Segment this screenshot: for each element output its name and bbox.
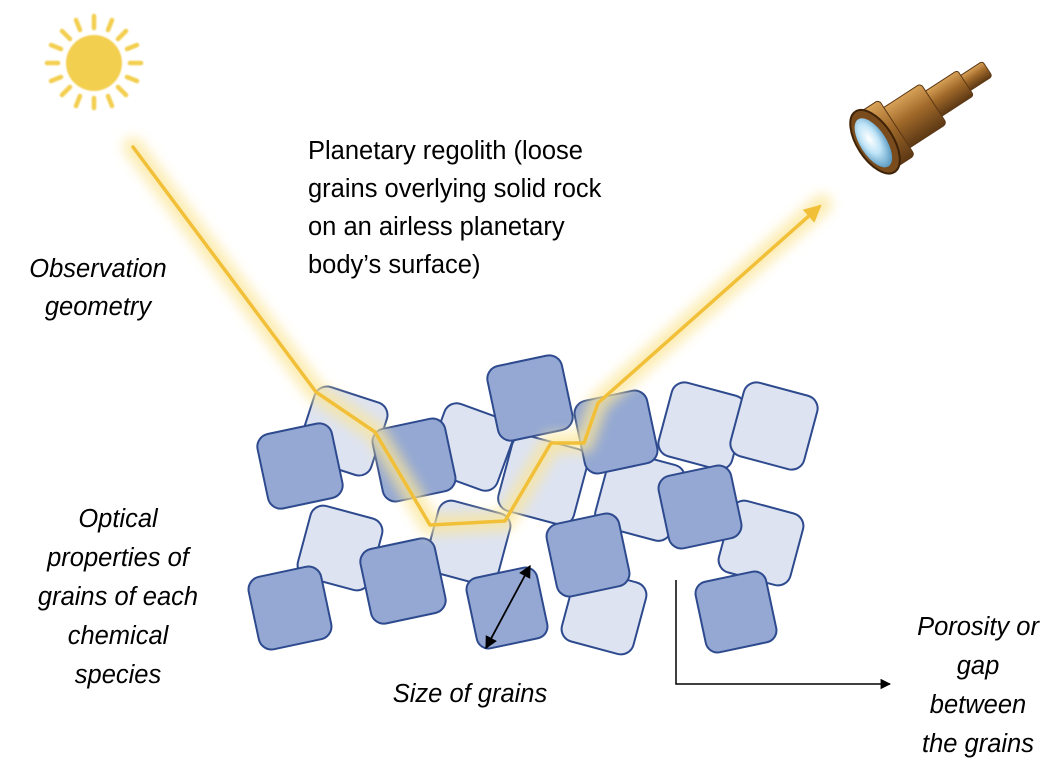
porosity-arrow (675, 580, 892, 690)
regolith-title: Planetary regolith (loose grains overlyi… (308, 132, 688, 284)
light-ray-path (123, 137, 832, 535)
label-line: between (929, 691, 1027, 719)
label-line: geometry (44, 293, 152, 321)
sun-icon (44, 13, 144, 111)
label-line: chemical (67, 622, 169, 650)
label-line: gap (956, 652, 1000, 680)
telescope-icon (849, 61, 992, 175)
regolith-grains (247, 354, 819, 656)
title-line: grains overlying solid rock (308, 175, 602, 203)
grain-size-arrow (485, 564, 531, 650)
label-line: species (74, 661, 162, 689)
title-line: body’s surface) (308, 251, 481, 279)
size-of-grains-label: Size of grains (392, 680, 548, 708)
label-line: Observation (29, 255, 167, 283)
title-line: Planetary regolith (loose (308, 137, 583, 165)
porosity-label: Porosity or gap between the grains (888, 608, 1059, 764)
title-line: on an airless planetary (308, 213, 565, 241)
label-line: Optical (78, 505, 158, 533)
label-line: properties of (47, 544, 189, 572)
observation-geometry-label: Observation geometry (8, 250, 188, 326)
grain-dark (247, 354, 778, 654)
label-line: the grains (922, 730, 1034, 758)
label-line: Porosity or (917, 613, 1039, 641)
label-line: grains of each (37, 583, 199, 611)
optical-properties-label: Optical properties of grains of each che… (18, 500, 218, 695)
